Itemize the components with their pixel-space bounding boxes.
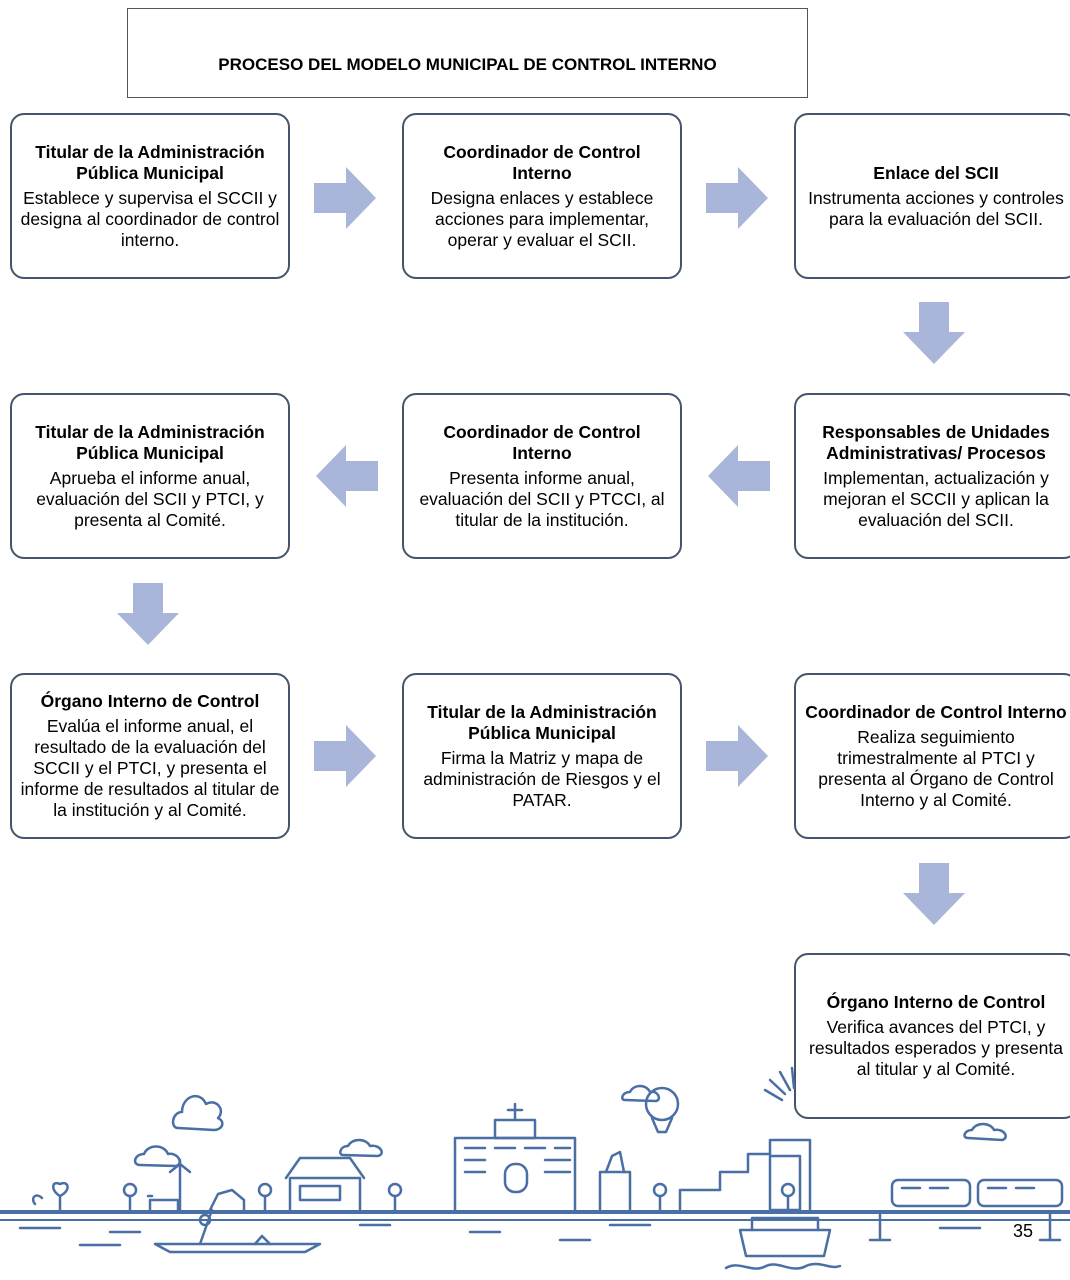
node-5-text: Presenta informe anual, evaluación del S…: [419, 467, 665, 530]
arrow-down-6-7: [117, 583, 179, 645]
node-6: Titular de la Administración Pública Mun…: [10, 393, 290, 559]
cityscape-illustration: [0, 1066, 1070, 1270]
node-3-text: Instrumenta acciones y controles para la…: [808, 187, 1064, 229]
arrow-right-2-3: [706, 167, 768, 229]
node-4-text: Implementan, actualización y mejoran el …: [823, 467, 1049, 530]
arrow-right-1-2: [314, 167, 376, 229]
arrow-left-5-6: [316, 445, 378, 507]
node-10: Órgano Interno de Control Verifica avanc…: [794, 953, 1070, 1119]
node-8-text: Firma la Matriz y mapa de administración…: [423, 747, 661, 810]
page-number: 35: [1013, 1221, 1034, 1241]
node-7: Órgano Interno de Control Evalúa el info…: [10, 673, 290, 839]
node-9: Coordinador de Control Interno Realiza s…: [794, 673, 1070, 839]
node-2-heading: Coordinador de Control Interno: [443, 141, 641, 183]
node-10-text: Verifica avances del PTCI, y resultados …: [809, 1017, 1063, 1079]
node-3: Enlace del SCII Instrumenta acciones y c…: [794, 113, 1070, 279]
node-5-heading: Coordinador de Control Interno: [443, 421, 641, 463]
node-7-heading: Órgano Interno de Control: [40, 691, 260, 711]
node-6-heading: Titular de la Administración Pública Mun…: [35, 421, 265, 463]
node-4-heading: Responsables de Unidades Administrativas…: [822, 421, 1050, 463]
node-8-heading: Titular de la Administración Pública Mun…: [427, 701, 657, 743]
node-9-text: Realiza seguimiento trimestralmente al P…: [818, 726, 1054, 810]
node-1-heading: Titular de la Administración Pública Mun…: [35, 141, 265, 183]
arrow-left-4-5: [708, 445, 770, 507]
node-2-text: Designa enlaces y establece acciones par…: [430, 187, 654, 250]
node-4: Responsables de Unidades Administrativas…: [794, 393, 1070, 559]
node-3-heading: Enlace del SCII: [873, 162, 999, 183]
node-6-text: Aprueba el informe anual, evaluación del…: [36, 467, 264, 530]
arrow-down-3-4: [903, 302, 965, 364]
node-1-text: Establece y supervisa el SCCII y designa…: [20, 187, 280, 250]
node-10-heading: Órgano Interno de Control: [826, 992, 1046, 1012]
node-2: Coordinador de Control Interno Designa e…: [402, 113, 682, 279]
arrow-right-8-9: [706, 725, 768, 787]
node-9-heading: Coordinador de Control Interno: [805, 701, 1067, 722]
diagram-title: PROCESO DEL MODELO MUNICIPAL DE CONTROL …: [127, 8, 808, 98]
node-7-text: Evalúa el informe anual, el resultado de…: [20, 716, 280, 820]
node-5: Coordinador de Control Interno Presenta …: [402, 393, 682, 559]
node-1: Titular de la Administración Pública Mun…: [10, 113, 290, 279]
arrow-down-9-10: [903, 863, 965, 925]
node-8: Titular de la Administración Pública Mun…: [402, 673, 682, 839]
arrow-right-7-8: [314, 725, 376, 787]
